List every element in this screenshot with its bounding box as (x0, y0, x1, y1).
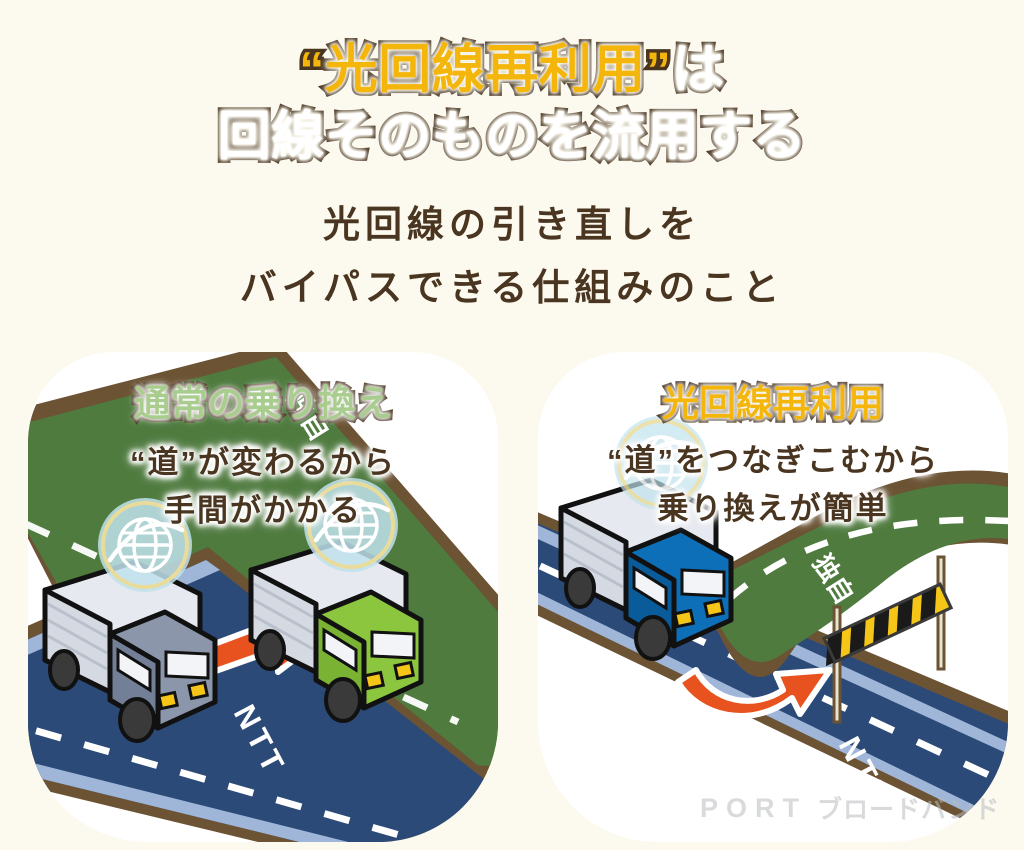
green-truck (248, 539, 424, 723)
quote-close: ” (642, 39, 674, 102)
dokuji-road: 独自 (678, 470, 1008, 677)
subtitle: 光回線の引き直しを バイパスできる仕組みのこと (0, 193, 1024, 320)
transfer-arrow (675, 667, 833, 719)
illustration-normal-switch: 独自 NTT (28, 352, 498, 842)
title-line-2: 回線そのものを流用する (214, 104, 809, 170)
panel-normal-switch: 独自 NTT (28, 352, 498, 842)
globe-icon (614, 416, 708, 510)
globe-icon (304, 478, 398, 572)
gray-truck (42, 559, 218, 743)
globe-icon (98, 498, 192, 592)
header: “光回線再利用”は 回線そのものを流用する 光回線の引き直しを バイパスできる仕… (0, 0, 1024, 340)
watermark-brand: PORT (700, 792, 808, 823)
subtitle-line-1: 光回線の引き直しを (323, 203, 701, 245)
title-line-1: “光回線再利用”は (0, 36, 1024, 103)
illustration-fiber-reuse: NTT 独自 (538, 352, 1008, 842)
title-suffix: は (668, 37, 728, 103)
panel-fiber-reuse: NTT 独自 (538, 352, 1008, 842)
quote-open: “ (296, 39, 328, 102)
road-barrier (822, 555, 954, 724)
watermark-logo: PORT ブロードバンド (700, 790, 1000, 826)
subtitle-line-2: バイパスできる仕組みのこと (239, 267, 785, 309)
blue-truck (558, 477, 734, 661)
title-highlight: 光回線再利用 (321, 37, 649, 103)
watermark-product: ブロードバンド (817, 796, 1001, 824)
